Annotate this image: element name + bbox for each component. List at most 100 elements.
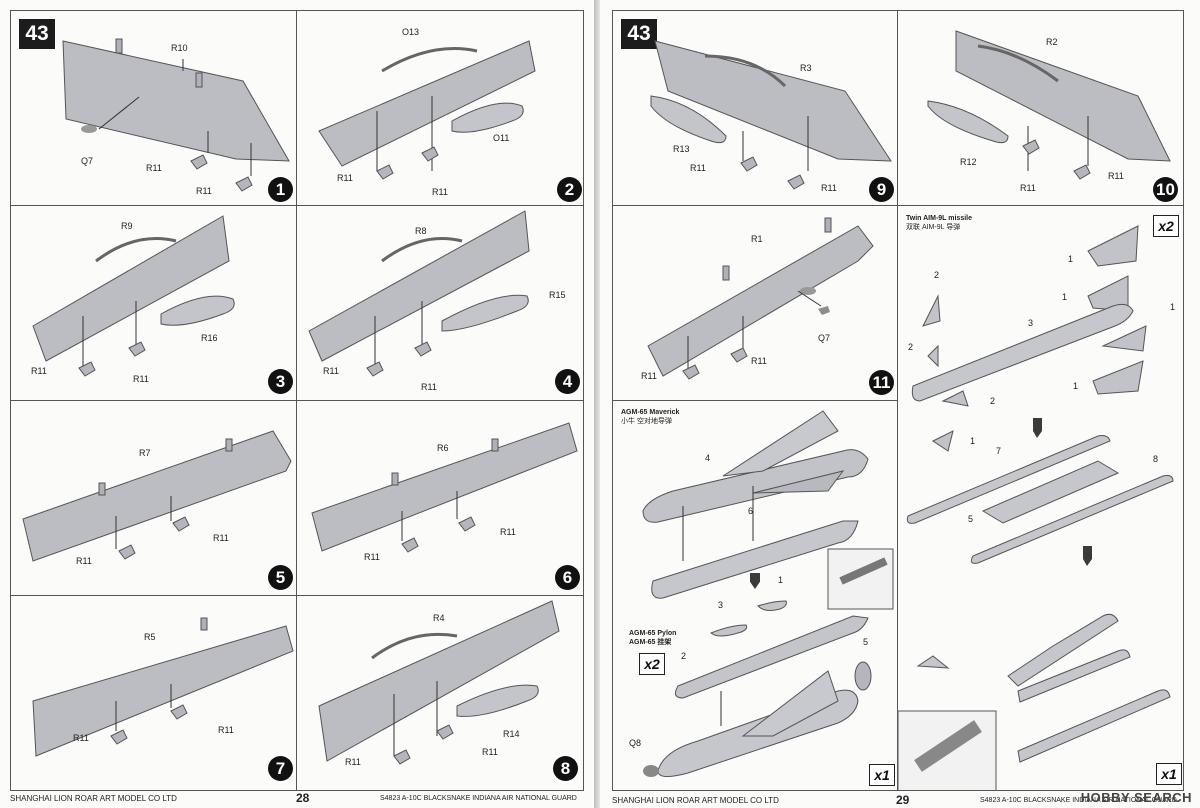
part-label: R11: [146, 163, 162, 173]
part-label: 3: [1028, 318, 1034, 328]
pylon-drawing: [311, 422, 578, 553]
watermark: HOBBY SEARCH: [1080, 790, 1192, 805]
quantity-badge: x1: [1156, 763, 1182, 785]
quantity-badge: x2: [639, 653, 665, 675]
agm65-title-cn: 小牛 空对地导弹: [621, 418, 672, 425]
aim9-title-cn: 双联 AIM-9L 导弹: [906, 224, 961, 231]
part-label: R11: [482, 747, 498, 757]
step-number: 10: [1153, 177, 1178, 202]
part-label: R4: [433, 613, 445, 623]
step-number: 3: [268, 369, 293, 394]
part-label: 8: [1153, 454, 1159, 464]
aim9-drawing: [898, 225, 1174, 790]
part-label: R11: [751, 356, 767, 366]
part-label: 3: [718, 600, 724, 610]
part-label: 5: [968, 514, 974, 524]
instruction-page-right: 43 R3 R13 R11 R11 9 R2 R1 2 R11 R11: [600, 0, 1200, 808]
step-group-badge: 43: [621, 19, 657, 49]
step-number: 4: [555, 369, 580, 394]
part-label: R2: [1046, 37, 1058, 47]
footer-kit: S4823 A-10C BLACKSNAKE INDIANA AIR NATIO…: [380, 795, 577, 802]
part-label: 7: [996, 446, 1002, 456]
part-label: R11: [345, 757, 361, 767]
part-label: R11: [196, 186, 212, 196]
step-1-panel: 43 R10 Q7 R11 R11 1: [10, 10, 297, 206]
agm65-pylon-title-en: AGM-65 Pylon: [629, 630, 677, 637]
part-label: R11: [1108, 171, 1124, 181]
quantity-badge: x1: [869, 764, 895, 786]
part-label: 2: [681, 651, 687, 661]
pylon-drawing: [32, 215, 235, 377]
part-label: 1: [970, 436, 976, 446]
footer-kit: S4823 A-10C BLACKSNAKE INDIANA AIR NATIO…: [980, 797, 1177, 804]
part-label: R11: [364, 552, 380, 562]
step-4-panel: R8 R15 R11 R11 4: [296, 205, 584, 401]
part-label: R11: [218, 725, 234, 735]
part-label: R11: [337, 173, 353, 183]
part-label: R11: [323, 366, 339, 376]
part-label: 1: [1073, 381, 1079, 391]
agm65-title-en: AGM-65 Maverick: [621, 409, 680, 416]
part-label: O13: [402, 27, 420, 37]
part-label: R11: [690, 163, 706, 173]
part-label: 4: [705, 453, 711, 463]
part-label: Q8: [629, 738, 642, 748]
pylon-drawing: [32, 617, 294, 757]
pylon-drawing: [22, 430, 292, 562]
part-label: R11: [31, 366, 47, 376]
part-label: R11: [1020, 183, 1036, 193]
part-label: R16: [201, 333, 218, 343]
part-label: 1: [1068, 254, 1074, 264]
step-11-panel: R1 Q7 R11 R11 11: [612, 205, 898, 401]
part-label: R11: [133, 374, 149, 384]
part-label: R11: [73, 733, 89, 743]
agm65-drawing: [642, 410, 894, 777]
agm65-panel: AGM-65 Maverick 小牛 空对地导弹 4 6 3 1 AGM-65 …: [612, 400, 898, 791]
step-number: 8: [553, 756, 578, 781]
part-label: R11: [500, 527, 516, 537]
part-label: 1: [1170, 302, 1176, 312]
pylon-drawing: [308, 210, 530, 377]
step-6-panel: R6 R11 R11 6: [296, 400, 584, 596]
part-label: O11: [493, 133, 510, 143]
part-label: R3: [800, 63, 812, 73]
pylon-drawing: [647, 217, 874, 380]
step-number: 6: [555, 565, 580, 590]
part-label: 2: [990, 396, 996, 406]
part-label: R11: [641, 371, 657, 381]
aim9-panel: Twin AIM-9L missile 双联 AIM-9L 导弹 x2 1: [897, 205, 1184, 791]
part-label: R11: [76, 556, 92, 566]
part-label: R11: [421, 382, 437, 392]
down-arrow-icon: [750, 573, 760, 589]
part-label: R10: [171, 43, 188, 53]
part-label: R7: [139, 448, 151, 458]
part-label: R11: [821, 183, 837, 193]
step-2-panel: O13 O11 R11 R11 2: [296, 10, 584, 206]
pylon-drawing: [927, 30, 1171, 180]
part-label: 2: [934, 270, 940, 280]
step-9-panel: 43 R3 R13 R11 R11 9: [612, 10, 898, 206]
part-label: Q7: [81, 156, 94, 166]
step-group-badge: 43: [19, 19, 55, 49]
pylon-drawing: [318, 40, 536, 180]
step-number: 5: [268, 565, 293, 590]
part-label: R1: [751, 234, 763, 244]
footer-company: SHANGHAI LION ROAR ART MODEL CO LTD: [612, 796, 779, 805]
agm65-pylon-title-cn: AGM-65 挂架: [629, 639, 672, 646]
part-label: 6: [748, 506, 754, 516]
pylon-drawing: [318, 600, 560, 765]
part-label: R8: [415, 226, 427, 236]
quantity-badge: x2: [1153, 215, 1179, 237]
aim9-title-en: Twin AIM-9L missile: [906, 215, 972, 222]
step-number: 7: [268, 756, 293, 781]
part-label: R11: [432, 187, 448, 197]
step-10-panel: R2 R12 R11 R11 10: [897, 10, 1184, 206]
step-number: 2: [557, 177, 582, 202]
step-8-panel: R4 R14 R11 R11 8: [296, 595, 584, 791]
part-label: R15: [549, 290, 566, 300]
page-number: 29: [896, 793, 910, 807]
footer-company: SHANGHAI LION ROAR ART MODEL CO LTD: [10, 794, 177, 803]
part-label: 2: [908, 342, 914, 352]
part-label: 5: [863, 637, 869, 647]
step-number: 11: [869, 370, 894, 395]
